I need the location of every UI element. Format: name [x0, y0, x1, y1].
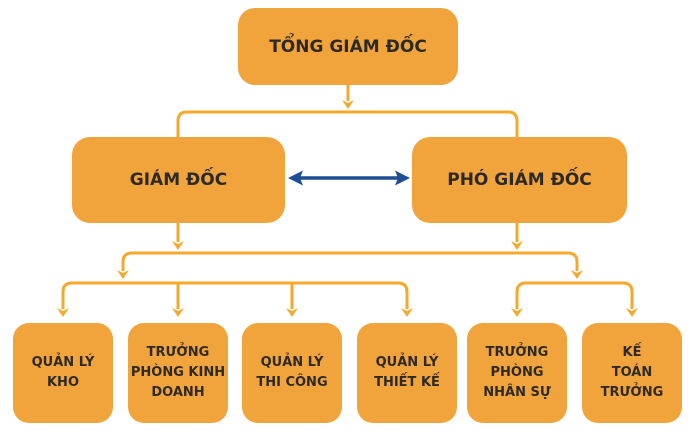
node-director: GIÁM ĐỐC — [72, 137, 285, 223]
node-construction-manager-label: QUẢN LÝ THI CÔNG — [256, 354, 328, 390]
node-ceo-label: TỔNG GIÁM ĐỐC — [269, 36, 427, 57]
node-warehouse-manager: QUẢN LÝ KHO — [13, 323, 113, 423]
connector-right-group-rail — [511, 281, 638, 317]
node-construction-manager: QUẢN LÝ THI CÔNG — [242, 323, 342, 423]
node-design-manager: QUẢN LÝ THIẾT KẾ — [357, 323, 457, 423]
node-chief-accountant-label: KẾ TOÁN TRƯỞNG — [600, 344, 664, 401]
node-hr-department-head: TRƯỞNG PHÒNG NHÂN SỰ — [467, 323, 567, 423]
bidirectional-arrow — [288, 170, 410, 186]
node-director-label: GIÁM ĐỐC — [129, 170, 228, 190]
node-warehouse-manager-label: QUẢN LÝ KHO — [31, 354, 95, 390]
connector-ceo-down — [342, 85, 354, 109]
connector-left-group-rail — [57, 281, 413, 317]
connector-director-down — [172, 222, 184, 250]
node-deputy-director: PHÓ GIÁM ĐỐC — [412, 137, 627, 223]
node-sales-department-head: TRƯỞNG PHÒNG KINH DOANH — [128, 323, 228, 423]
connector-level3-rail — [117, 251, 583, 279]
connector-deputy-down — [511, 222, 523, 250]
node-ceo: TỔNG GIÁM ĐỐC — [238, 8, 458, 85]
node-hr-department-head-label: TRƯỞNG PHÒNG NHÂN SỰ — [483, 344, 551, 401]
node-deputy-director-label: PHÓ GIÁM ĐỐC — [447, 170, 592, 190]
node-sales-department-head-label: TRƯỞNG PHÒNG KINH DOANH — [130, 344, 226, 401]
node-chief-accountant: KẾ TOÁN TRƯỞNG — [582, 323, 682, 423]
connector-level2-rail — [176, 110, 519, 138]
node-design-manager-label: QUẢN LÝ THIẾT KẾ — [374, 354, 440, 390]
